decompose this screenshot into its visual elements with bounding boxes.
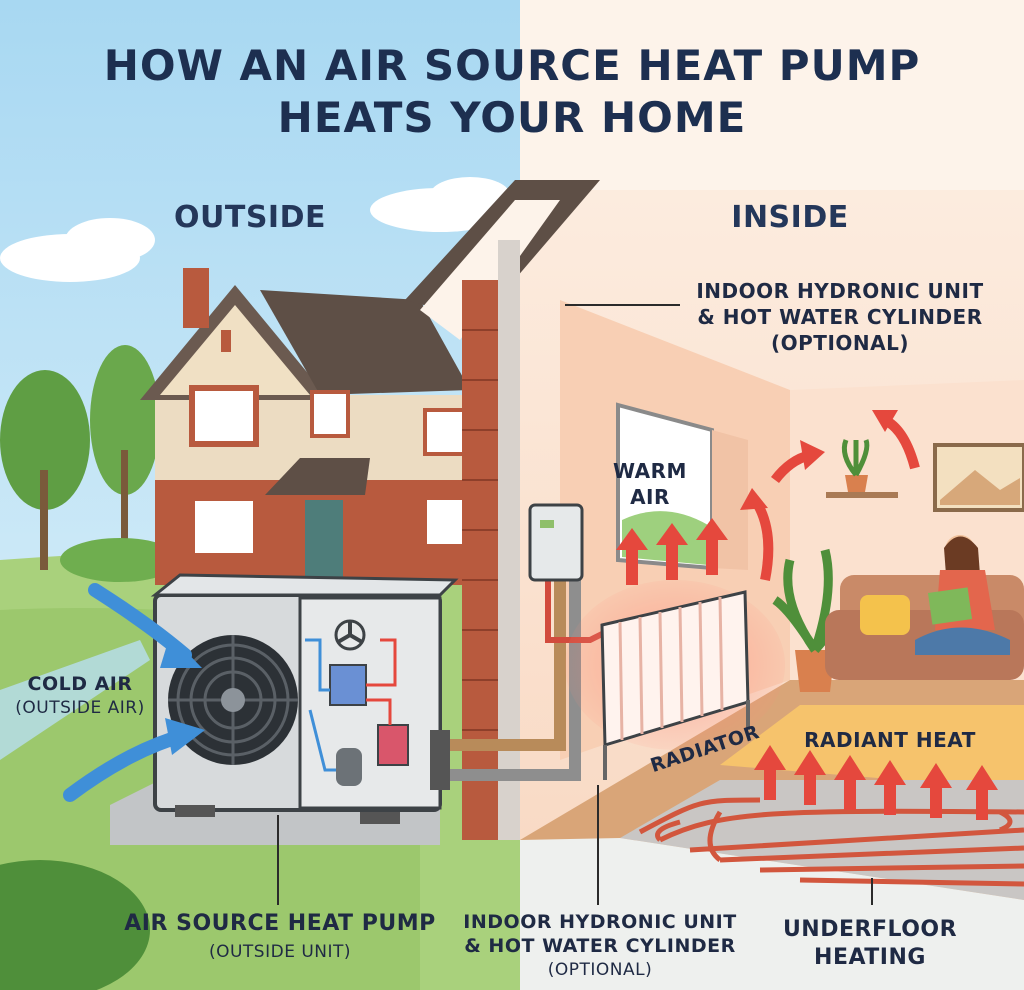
indoor-hydronic-unit[interactable] [530, 505, 582, 580]
wall-picture [935, 445, 1024, 510]
outside-label: OUTSIDE [150, 200, 350, 235]
air-source-heat-pump-unit[interactable] [110, 575, 455, 845]
cold-air-label: COLD AIR(OUTSIDE AIR) [0, 672, 160, 720]
heat-pump-label: AIR SOURCE HEAT PUMP(OUTSIDE UNIT) [120, 910, 440, 966]
inside-label: INSIDE [690, 200, 890, 235]
indoor-unit-label-bottom: INDOOR HYDRONIC UNIT& HOT WATER CYLINDER… [455, 910, 745, 982]
radiant-heat-label: RADIANT HEAT [800, 728, 980, 752]
inside-background [520, 0, 1024, 990]
house [140, 268, 470, 585]
indoor-unit-label-top: INDOOR HYDRONIC UNIT& HOT WATER CYLINDER… [670, 278, 1010, 356]
